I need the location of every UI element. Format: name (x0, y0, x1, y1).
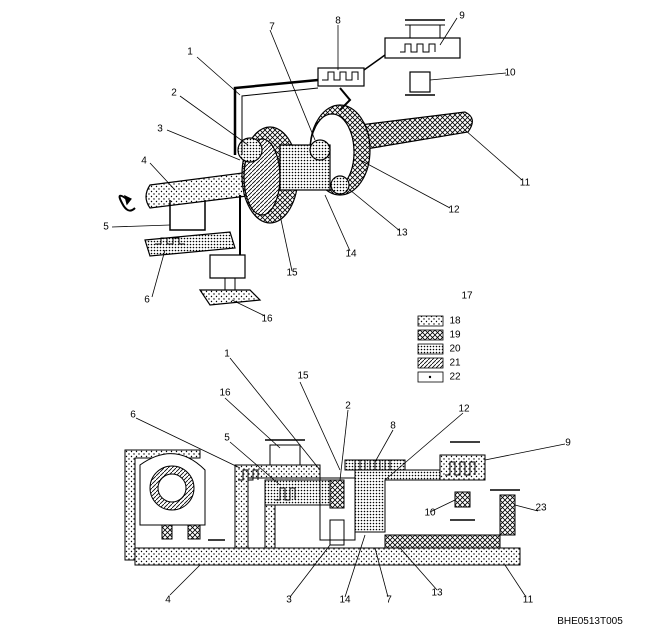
figure-code: BHE0513T005 (557, 616, 623, 627)
legend-swatch-22 (417, 371, 444, 383)
legend-label-22: 22 (449, 372, 461, 383)
callout-6-top: 6 (144, 295, 150, 306)
legend-label-19: 19 (449, 330, 461, 341)
pictorial-view (118, 19, 473, 306)
lower-leaders (135, 357, 566, 598)
callout-5-top: 5 (103, 222, 109, 233)
callout-23-bottom: 23 (535, 503, 547, 514)
legend-marker-17: 17 (461, 291, 473, 302)
callout-4-top: 4 (141, 156, 147, 167)
callout-1-top: 1 (187, 47, 193, 58)
legend (417, 315, 444, 383)
legend-label-18: 18 (449, 316, 461, 327)
legend-label-20: 20 (449, 344, 461, 355)
callout-2-bottom: 2 (345, 401, 351, 412)
callout-16-top: 16 (261, 314, 273, 325)
callout-7-bottom: 7 (386, 595, 392, 606)
callout-2-top: 2 (171, 88, 177, 99)
callout-11-bottom: 11 (523, 595, 534, 606)
callout-11-top: 11 (520, 178, 531, 189)
callout-3-top: 3 (157, 124, 163, 135)
callout-15-top: 15 (286, 268, 298, 279)
callout-3-bottom: 3 (286, 595, 292, 606)
callout-16-bottom: 16 (219, 388, 231, 399)
callout-4-bottom: 4 (165, 595, 171, 606)
legend-swatch-19 (417, 329, 444, 341)
upper-leaders (111, 17, 523, 317)
callout-8-bottom: 8 (390, 421, 396, 432)
callout-7-top: 7 (269, 22, 275, 33)
callout-13-top: 13 (396, 228, 408, 239)
callout-10-top: 10 (504, 68, 516, 79)
callout-9-bottom: 9 (565, 438, 571, 449)
callout-13-bottom: 13 (431, 588, 443, 599)
callout-12-bottom: 12 (458, 404, 470, 415)
legend-swatch-21 (417, 357, 444, 369)
callout-8-top: 8 (335, 16, 341, 27)
callout-1-bottom: 1 (224, 349, 230, 360)
callout-14-top: 14 (345, 249, 357, 260)
schematic-view (124, 439, 521, 566)
callout-12-top: 12 (448, 205, 460, 216)
callout-5-bottom: 5 (224, 433, 230, 444)
callout-10-bottom: 10 (424, 508, 436, 519)
callout-labels: 1 2 3 4 5 6 7 8 9 10 11 12 13 14 15 16 1… (103, 11, 623, 628)
callout-6-bottom: 6 (130, 410, 136, 421)
legend-swatch-20 (417, 343, 444, 355)
callout-9-top: 9 (459, 11, 465, 22)
callout-14-bottom: 14 (339, 595, 351, 606)
legend-swatch-18 (417, 315, 444, 327)
legend-label-21: 21 (449, 358, 461, 369)
callout-15-bottom: 15 (297, 371, 309, 382)
